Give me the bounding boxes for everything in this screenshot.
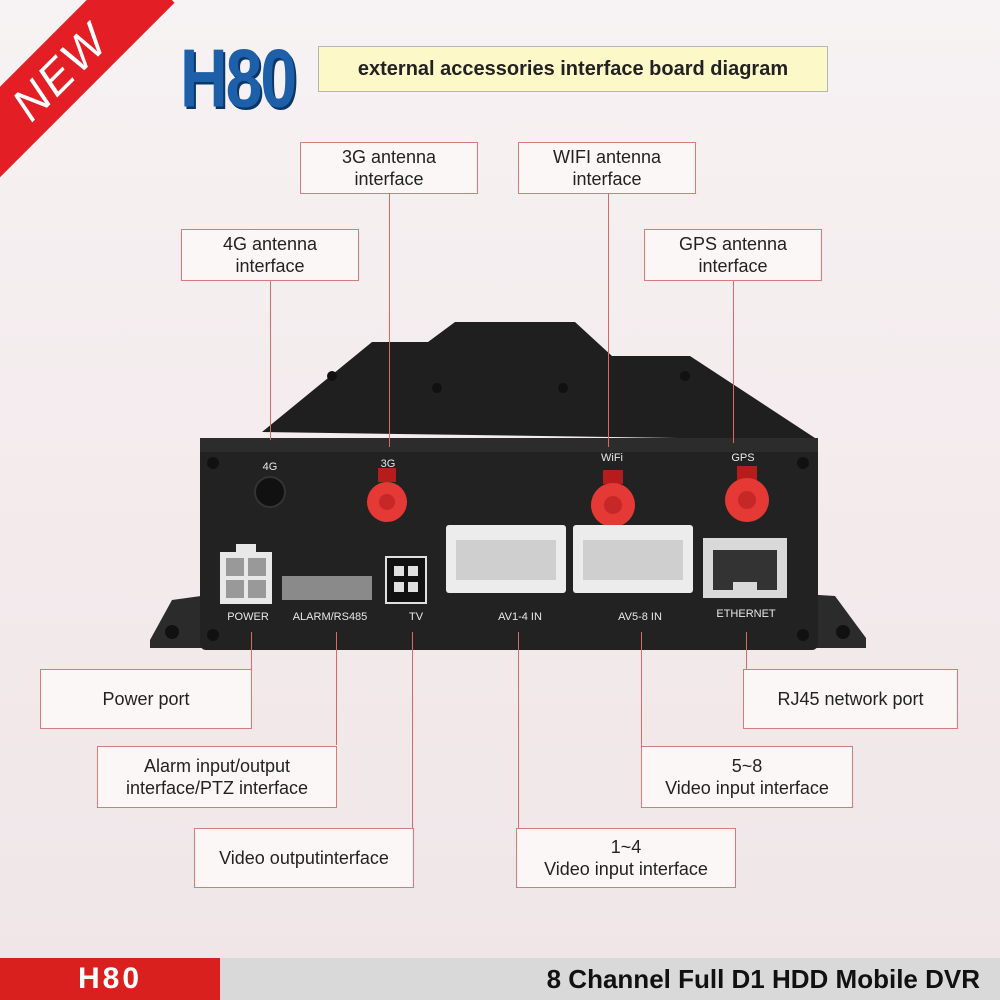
label-av14: AV1-4 IN [498,611,542,623]
label-ethernet: ETHERNET [716,608,776,620]
4g-port-icon [254,476,286,508]
label-4g: 4G [263,461,278,473]
leader-alarm [336,632,337,745]
screw [327,371,337,381]
label-av58: AV5-8 IN [618,611,662,623]
label-tv: TV [409,611,424,623]
callout-video-output: Video outputinterface [194,828,414,888]
3g-connector-icon [367,468,407,522]
flange-screw [836,625,850,639]
leader-av14 [518,632,519,828]
alarm-connector-icon [282,576,372,600]
power-connector-icon [220,544,272,604]
device-top [262,322,818,440]
leader-3g [389,192,390,447]
model-logo: H80 [180,31,297,124]
wifi-connector-icon [591,470,635,527]
screw [797,457,809,469]
callout-rj45: RJ45 network port [743,669,958,729]
screw [207,629,219,641]
label-gps: GPS [731,452,754,464]
leader-gps [733,280,734,443]
gps-connector-icon [725,466,769,522]
leader-power [251,632,252,670]
ethernet-port-icon [703,538,787,598]
tv-connector-icon [385,556,427,604]
diagram-title: external accessories interface board dia… [318,46,828,92]
screw [558,383,568,393]
flange-screw [165,625,179,639]
av1-4-connector-icon [446,525,566,593]
label-wifi: WiFi [601,452,623,464]
callout-power-port: Power port [40,669,252,729]
screw [680,371,690,381]
screw [797,629,809,641]
leader-ethernet [746,632,747,670]
screw [207,457,219,469]
leader-4g [270,280,271,440]
leader-tv [412,632,413,828]
label-alarm: ALARM/RS485 [293,611,368,623]
screw [432,383,442,393]
label-power: POWER [227,611,269,623]
leader-av58 [641,632,642,747]
footer-description: 8 Channel Full D1 HDD Mobile DVR [220,958,1000,1000]
leader-wifi [608,192,609,447]
footer-model: H80 [0,958,220,1000]
av5-8-connector-icon [573,525,693,593]
label-3g: 3G [381,458,396,470]
